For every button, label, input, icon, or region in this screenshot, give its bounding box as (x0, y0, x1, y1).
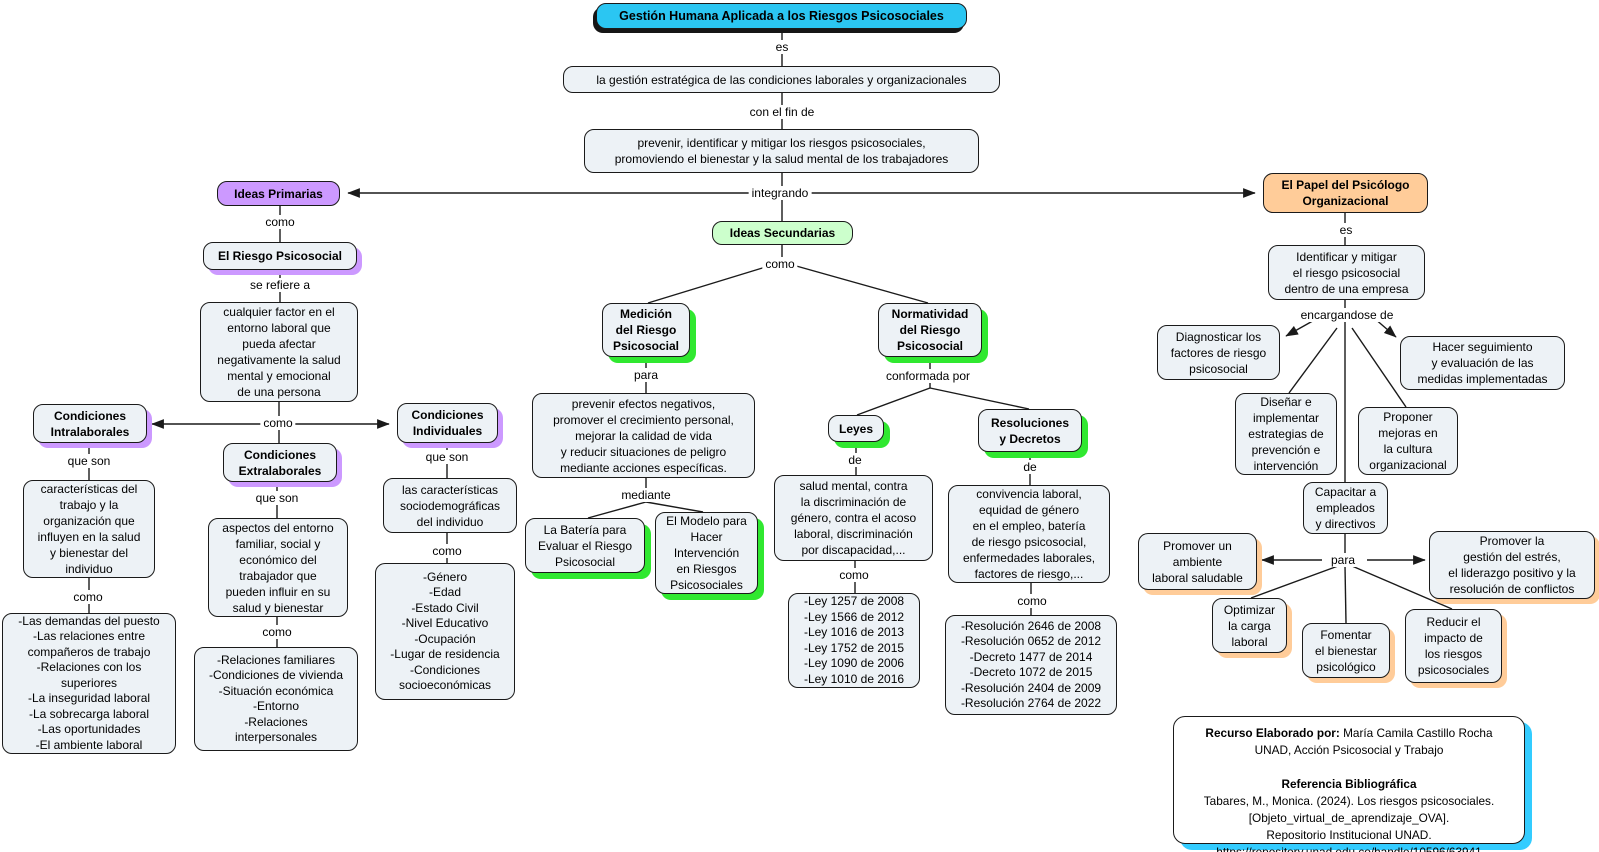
node-promover-ambiente[interactable]: Promover un ambiente laboral saludable (1138, 533, 1257, 590)
link-label-como-7: como (836, 568, 872, 582)
node-resoluciones-decretos[interactable]: Resoluciones y Decretos (978, 409, 1082, 452)
credits-reference-title: Referencia Bibliográfica (1281, 777, 1417, 791)
node-leyes-definicion[interactable]: salud mental, contra la discriminación d… (774, 475, 933, 561)
node-leyes[interactable]: Leyes (828, 415, 884, 442)
link-label-que-son-1: que son (64, 454, 114, 468)
node-riesgo-psicosocial[interactable]: El Riesgo Psicosocial (203, 242, 357, 270)
node-ideas-primarias[interactable]: Ideas Primarias (217, 181, 340, 206)
node-medicion-riesgo[interactable]: Medición del Riesgo Psicosocial (602, 303, 690, 357)
link-label-integrando: integrando (748, 186, 812, 200)
node-prevenir-identificar[interactable]: prevenir, identificar y mitigar los ries… (584, 129, 979, 173)
link-label-conformada-por: conformada por (882, 369, 974, 383)
link-label-como-1: como (262, 215, 298, 229)
link-label-como-2: como (260, 416, 296, 430)
link-label-de-1: de (845, 453, 865, 467)
node-title[interactable]: Gestión Humana Aplicada a los Riesgos Ps… (596, 3, 967, 29)
link-label-que-son-3: que son (422, 450, 472, 464)
node-capacitar-empleados[interactable]: Capacitar a empleados y directivos (1303, 482, 1388, 534)
link-label-que-son-2: que son (252, 491, 302, 505)
node-fomentar-bienestar[interactable]: Fomentar el bienestar psicológico (1302, 623, 1390, 678)
node-hacer-seguimiento[interactable]: Hacer seguimiento y evaluación de las me… (1400, 336, 1565, 390)
node-medicion-definicion[interactable]: prevenir efectos negativos, promover el … (532, 393, 755, 478)
node-modelo-intervencion[interactable]: El Modelo para Hacer Intervención en Rie… (655, 512, 758, 594)
node-optimizar-carga[interactable]: Optimizar la carga laboral (1212, 598, 1287, 653)
node-promover-gestion-estres[interactable]: Promover la gestión del estrés, el lider… (1429, 531, 1595, 599)
node-condiciones-individuales[interactable]: Condiciones Individuales (397, 403, 498, 443)
link-label-como-6: como (762, 257, 798, 271)
link-label-se-refiere-a: se refiere a (246, 278, 314, 292)
link-label-con-el-fin-de: con el fin de (746, 105, 818, 119)
node-papel-psicologo[interactable]: El Papel del Psicólogo Organizacional (1263, 173, 1428, 213)
credits-author-line: Recurso Elaborado por: María Camila Cast… (1205, 726, 1493, 740)
link-label-como-3: como (70, 590, 106, 604)
node-papel-definicion[interactable]: Identificar y mitigar el riesgo psicosoc… (1268, 245, 1425, 300)
credits-org-line: UNAD, Acción Psicosocial y Trabajo (1254, 743, 1444, 757)
credits-reference-body: Tabares, M., Monica. (2024). Los riesgos… (1203, 794, 1495, 852)
node-individuales-lista[interactable]: -Género -Edad -Estado Civil -Nivel Educa… (375, 563, 515, 700)
node-disenar-estrategias[interactable]: Diseñar e implementar estrategias de pre… (1235, 393, 1337, 475)
link-label-encargandose-de: encargandose de (1297, 308, 1397, 322)
node-individuales-definicion[interactable]: las características sociodemográficas de… (383, 478, 517, 533)
credits-box[interactable]: Recurso Elaborado por: María Camila Cast… (1173, 716, 1525, 852)
node-resoluciones-lista[interactable]: -Resolución 2646 de 2008 -Resolución 065… (945, 615, 1117, 715)
link-label-como-8: como (1014, 594, 1050, 608)
node-resoluciones-definicion[interactable]: convivencia laboral, equidad de género e… (948, 485, 1110, 583)
node-intralaborales-definicion[interactable]: características del trabajo y la organiz… (23, 480, 155, 578)
node-bateria-evaluacion[interactable]: La Batería para Evaluar el Riesgo Psicos… (525, 518, 645, 573)
link-label-de-2: de (1020, 460, 1040, 474)
link-label-para-2: para (1327, 553, 1359, 567)
node-diagnosticar-factores[interactable]: Diagnosticar los factores de riesgo psic… (1157, 325, 1280, 380)
link-label-es: es (772, 40, 792, 54)
node-condiciones-extralaborales[interactable]: Condiciones Extralaborales (223, 443, 337, 482)
node-gestion-estrategica[interactable]: la gestión estratégica de las condicione… (563, 66, 1000, 93)
node-extralaborales-definicion[interactable]: aspectos del entorno familiar, social y … (208, 518, 348, 617)
node-reducir-impacto[interactable]: Reducir el impacto de los riesgos psicos… (1405, 609, 1502, 683)
node-leyes-lista[interactable]: -Ley 1257 de 2008 -Ley 1566 de 2012 -Ley… (788, 593, 920, 688)
node-condiciones-intralaborales[interactable]: Condiciones Intralaborales (33, 404, 147, 443)
link-label-mediante: mediante (618, 488, 674, 502)
node-extralaborales-lista[interactable]: -Relaciones familiares -Condiciones de v… (194, 647, 358, 751)
node-intralaborales-lista[interactable]: -Las demandas del puesto -Las relaciones… (2, 613, 176, 754)
link-label-como-4: como (259, 625, 295, 639)
node-proponer-mejoras[interactable]: Proponer mejoras en la cultura organizac… (1358, 407, 1458, 475)
link-label-para-1: para (630, 368, 662, 382)
credits-spacer (1178, 759, 1520, 776)
link-label-es-2: es (1336, 223, 1356, 237)
node-riesgo-definicion[interactable]: cualquier factor en el entorno laboral q… (200, 302, 358, 402)
node-normatividad-riesgo[interactable]: Normatividad del Riesgo Psicosocial (878, 303, 982, 357)
link-label-como-5: como (429, 544, 465, 558)
node-ideas-secundarias[interactable]: Ideas Secundarias (712, 221, 853, 245)
